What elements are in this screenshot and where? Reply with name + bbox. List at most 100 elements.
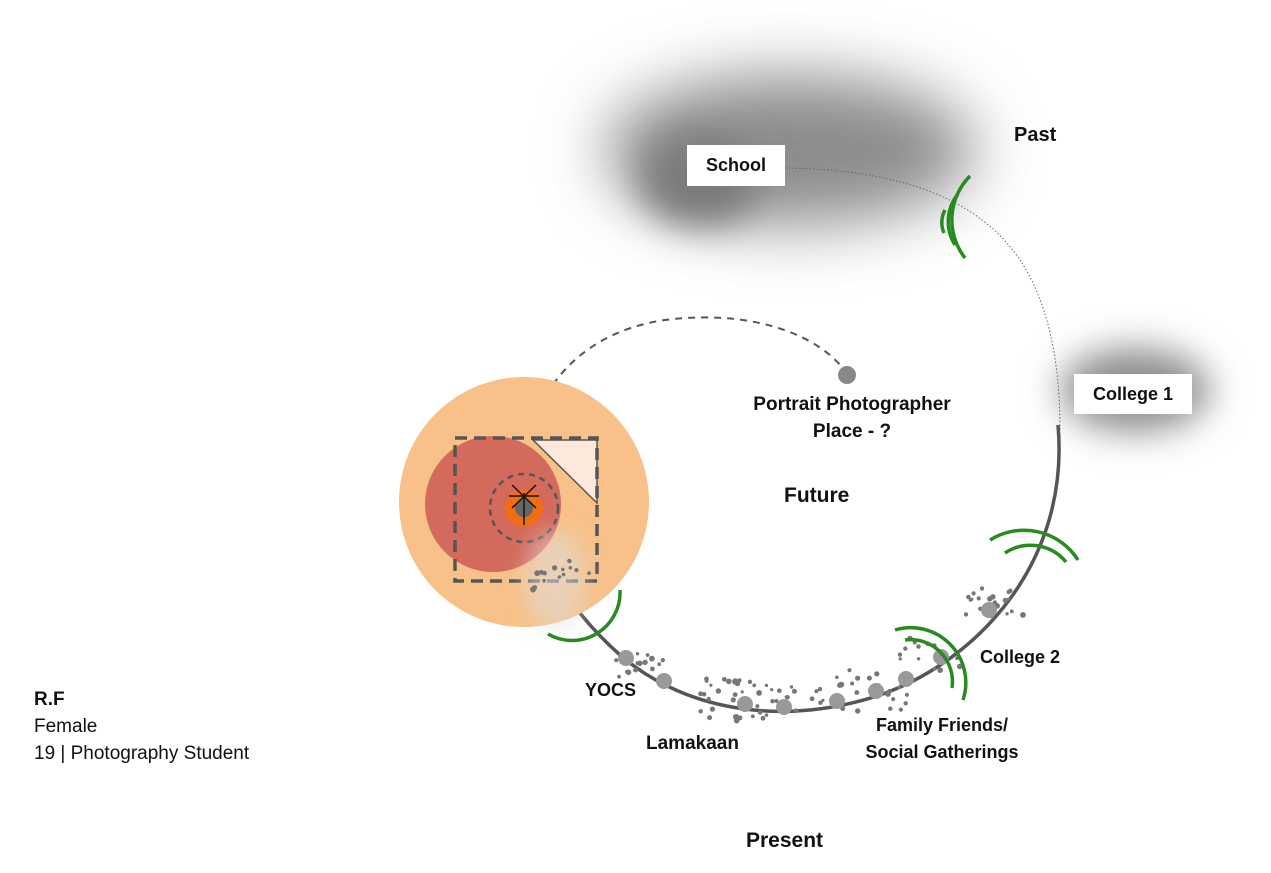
scatter-dot <box>756 690 762 696</box>
scatter-dot <box>704 679 709 683</box>
scatter-dot <box>874 671 880 677</box>
profile-block: R.F Female 19 | Photography Student <box>34 686 249 767</box>
family-node <box>898 671 914 687</box>
yocs-label: YOCS <box>585 680 637 700</box>
timeline-past-dotted <box>784 167 1061 431</box>
scatter-dot <box>764 683 769 688</box>
scatter-dot <box>538 569 544 575</box>
scatter-dot <box>755 704 760 709</box>
scatter-dot <box>957 663 963 670</box>
scatter-dot <box>1009 609 1014 614</box>
scatter-dot <box>642 659 648 665</box>
scatter-dot <box>866 675 872 681</box>
scatter-dot <box>888 706 893 711</box>
profile-details: 19 | Photography Student <box>34 743 250 764</box>
scatter-dot <box>707 715 713 721</box>
scatter-dot <box>898 707 904 712</box>
scatter-dot <box>709 706 716 712</box>
scatter-dot <box>966 594 971 600</box>
scatter-dot <box>897 652 903 657</box>
scatter-dot <box>542 578 546 583</box>
scatter-dot <box>770 699 775 704</box>
scatter-dot <box>818 700 823 705</box>
scatter-dot <box>937 667 943 673</box>
scatter-dot <box>567 558 572 564</box>
family-friends-line2: Social Gatherings <box>865 742 1019 762</box>
future-label: Future <box>784 484 850 507</box>
scatter-dot <box>709 683 713 687</box>
scatter-dot <box>916 644 921 649</box>
scatter-dot <box>970 597 974 601</box>
scatter-dot <box>817 686 823 692</box>
scatter-dot <box>814 689 819 694</box>
scatter-dot <box>721 676 727 682</box>
goal-label: Portrait Photographer Place - ? <box>742 391 962 445</box>
scatter-dot <box>847 668 852 673</box>
scatter-dot <box>633 667 639 673</box>
scatter-dot <box>715 688 722 694</box>
scatter-dot <box>850 681 855 686</box>
scatter-dot <box>809 696 815 702</box>
family-node <box>829 693 845 709</box>
scatter-dot <box>855 675 861 681</box>
scatter-dot <box>740 690 744 694</box>
scatter-dot <box>701 691 707 697</box>
scatter-dot <box>898 657 902 661</box>
scatter-dot <box>854 690 860 695</box>
scatter-dot <box>760 715 766 721</box>
scatter-dot <box>698 691 703 697</box>
scatter-dot <box>764 713 769 717</box>
current-zone <box>399 377 649 630</box>
scatter-dot <box>568 566 573 570</box>
scatter-dot <box>757 710 763 715</box>
family-friends-label: Family Friends/ Social Gatherings <box>852 712 1032 766</box>
scatter-dot <box>887 688 892 694</box>
scatter-dot <box>561 572 566 577</box>
scatter-dot <box>777 688 782 693</box>
family-node <box>868 683 884 699</box>
scatter-dot <box>551 565 558 571</box>
profile-gender: Female <box>34 716 98 737</box>
scatter-dot <box>732 678 739 685</box>
college2-label: College 2 <box>980 647 1061 667</box>
scatter-dot <box>1008 588 1013 593</box>
scatter-dot <box>530 586 536 593</box>
school-memory-cloud <box>605 75 975 225</box>
lamakaan-label: Lamakaan <box>646 733 739 754</box>
scatter-dot <box>835 675 839 680</box>
scatter-dot <box>706 696 711 702</box>
goal-line1: Portrait Photographer <box>753 394 951 415</box>
scatter-dot <box>791 688 797 694</box>
scatter-dot <box>614 658 619 663</box>
present-label: Present <box>746 829 824 852</box>
scatter-dot <box>1020 612 1026 618</box>
path-node <box>656 673 672 689</box>
scatter-dot <box>645 653 650 657</box>
scatter-dot <box>650 666 655 672</box>
scatter-dot <box>534 570 541 577</box>
scatter-dot <box>698 709 703 714</box>
scatter-dot <box>1005 612 1009 616</box>
lamakaan-node <box>737 696 753 712</box>
past-label: Past <box>1014 124 1057 146</box>
scatter-dot <box>732 692 738 697</box>
signal-arcs-college2-upper <box>989 528 1080 564</box>
scatter-dot <box>979 586 985 591</box>
path-node <box>776 699 792 715</box>
goal-node <box>838 366 856 384</box>
college1-label-box: College 1 <box>1074 374 1192 414</box>
scatter-dot <box>752 683 757 688</box>
scatter-dot <box>971 591 976 596</box>
scatter-dot <box>784 695 788 699</box>
signal-arcs-school <box>940 174 972 260</box>
signal-arcs-family <box>894 625 968 701</box>
scatter-dot <box>587 571 591 576</box>
profile-name: R.F <box>34 689 65 710</box>
scatter-dot <box>904 692 910 697</box>
scatter-dot <box>657 662 662 667</box>
scatter-dot <box>793 708 799 714</box>
family-friends-line1: Family Friends/ <box>875 715 1009 735</box>
scatter-dot <box>770 688 774 692</box>
scatter-dot <box>903 646 908 651</box>
